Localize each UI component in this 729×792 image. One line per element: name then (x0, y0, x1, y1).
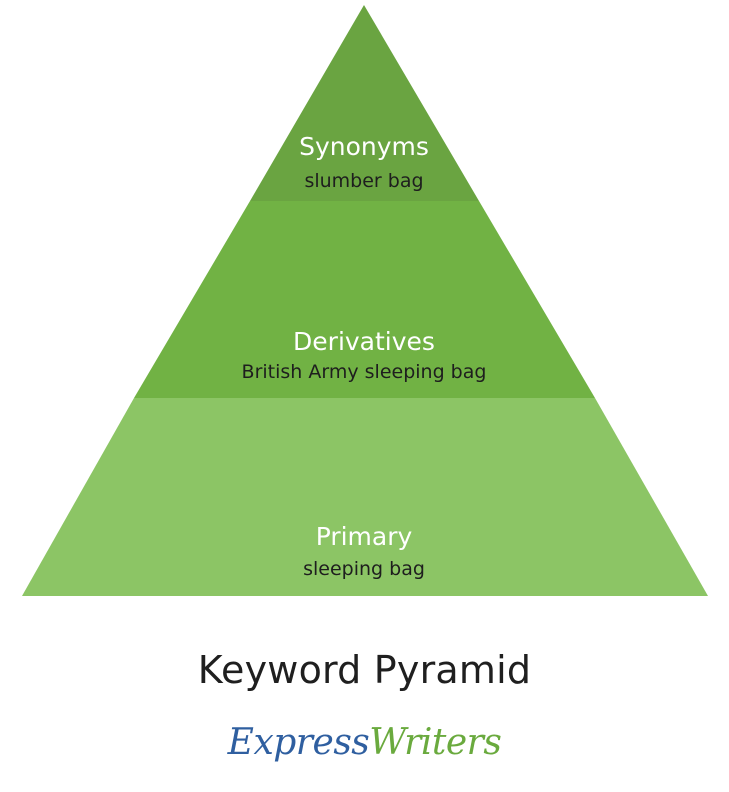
keyword-pyramid: Synonyms slumber bag Derivatives British… (22, 5, 708, 596)
tier-bottom-primary (22, 398, 708, 596)
tier-example-derivatives: British Army sleeping bag (242, 361, 487, 383)
pyramid-caption: Keyword Pyramid (197, 648, 532, 692)
tier-middle-derivatives (134, 201, 595, 398)
express-writers-logo: ExpressWriters (0, 722, 729, 763)
tier-example-primary: sleeping bag (303, 558, 425, 580)
logo-word-writers: Writers (369, 722, 502, 763)
tier-top-synonyms (250, 5, 479, 201)
tier-title-derivatives: Derivatives (293, 327, 435, 356)
logo-word-express: Express (227, 722, 370, 763)
tier-title-primary: Primary (316, 522, 413, 551)
tier-title-synonyms: Synonyms (299, 132, 429, 161)
tier-example-synonyms: slumber bag (304, 170, 423, 192)
